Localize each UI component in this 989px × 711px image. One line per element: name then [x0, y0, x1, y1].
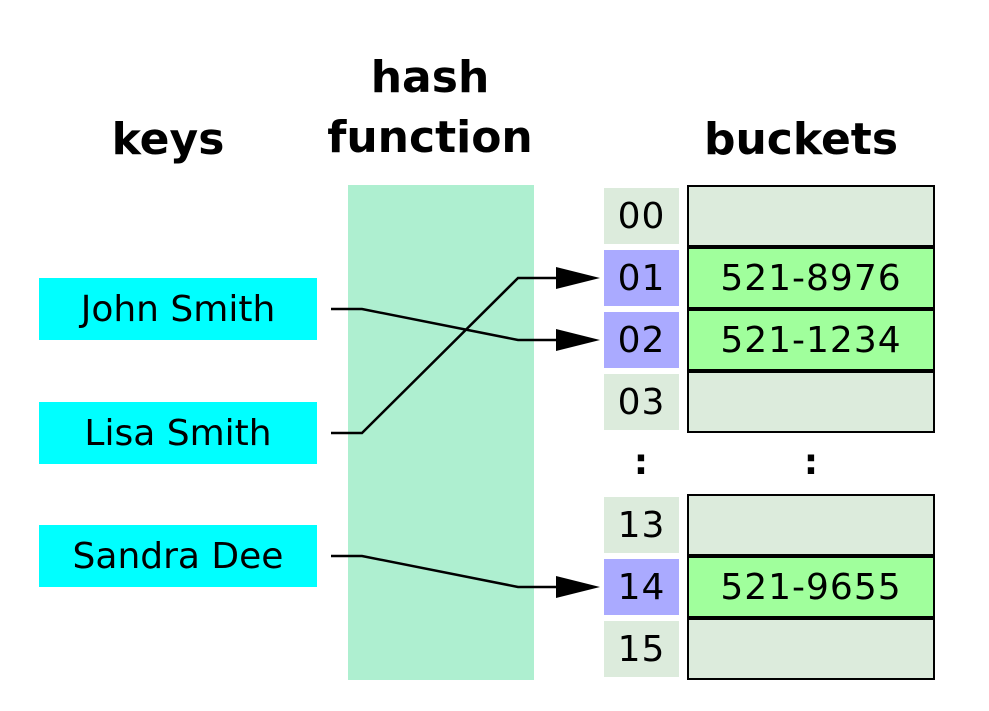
bucket-index-02: 02 — [604, 312, 679, 368]
bucket-index-01: 01 — [604, 250, 679, 306]
bucket-index-00: 00 — [604, 188, 679, 244]
keys-heading: keys — [111, 114, 225, 165]
key-john-smith: John Smith — [39, 278, 317, 340]
arrowhead-01 — [556, 267, 600, 289]
bucket-00 — [687, 185, 935, 247]
arrowhead-02 — [556, 329, 600, 351]
key-lisa-smith: Lisa Smith — [39, 402, 317, 464]
key-sandra-dee: Sandra Dee — [39, 525, 317, 587]
bucket-index-13: 13 — [604, 497, 679, 553]
bucket-index-15: 15 — [604, 621, 679, 677]
arrowhead-14 — [556, 576, 600, 598]
bucket-03 — [687, 371, 935, 433]
bucket-01: 521-8976 — [687, 247, 935, 309]
hash-function-band — [348, 185, 534, 680]
bucket-index-03: 03 — [604, 374, 679, 430]
bucket-15 — [687, 618, 935, 680]
arrow-lisa-smith-to-01 — [331, 276, 556, 435]
arrow-john-smith-to-02 — [331, 307, 556, 342]
index-ellipsis: : — [633, 442, 649, 483]
arrow-sandra-dee-to-14 — [331, 554, 556, 589]
bucket-13 — [687, 494, 935, 556]
hash-function-heading-line2: function — [327, 112, 533, 163]
hash-function-heading-line1: hash — [370, 52, 490, 103]
buckets-heading: buckets — [703, 114, 899, 165]
bucket-index-14: 14 — [604, 559, 679, 615]
bucket-14: 521-9655 — [687, 556, 935, 618]
bucket-02: 521-1234 — [687, 309, 935, 371]
bucket-ellipsis: : — [803, 442, 819, 483]
